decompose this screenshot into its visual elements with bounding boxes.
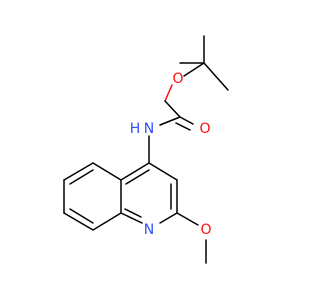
ring-nitrogen-label: N (144, 222, 154, 238)
bond-ester-oxygen-to-carbonyl (164, 84, 173, 102)
bond-c4-c3 (148, 162, 178, 181)
bond-tbu-to-ester-oxygen (183, 62, 205, 77)
amide-hydrogen-label: H (130, 121, 141, 137)
bond-carbonyl-double-a (179, 116, 194, 125)
ester-oxygen-label: O (172, 71, 183, 87)
methoxy-oxygen-label: O (200, 222, 211, 238)
bond-c5-c6-inner (69, 169, 94, 185)
bond-c5-c6 (63, 162, 94, 181)
bond-c7-c8-inner (69, 208, 94, 224)
bond-carbonyl-to-nh (159, 116, 181, 126)
bond-carbonyl-carbon-segment (164, 100, 181, 118)
bond-n1-c8a (120, 212, 143, 224)
bond-c2-n1 (159, 212, 178, 224)
bond-c2-to-methoxy-oxygen (176, 212, 199, 226)
bond-c7-c8 (63, 212, 94, 231)
bond-c4a-c4-inner (125, 169, 150, 185)
amide-nitrogen-label: N (144, 121, 154, 137)
bond-c8-c8a (92, 212, 122, 231)
bond-tbu-methyl-right (203, 62, 229, 91)
bond-c4a-c5 (92, 162, 122, 181)
bond-n1-c8a-inner (124, 208, 142, 218)
structure-diagram: O O N H N O (63, 35, 229, 264)
bond-c4a-c4 (120, 162, 150, 181)
bond-carbonyl-double-b (175, 122, 191, 131)
carbonyl-oxygen-label: O (199, 121, 210, 137)
